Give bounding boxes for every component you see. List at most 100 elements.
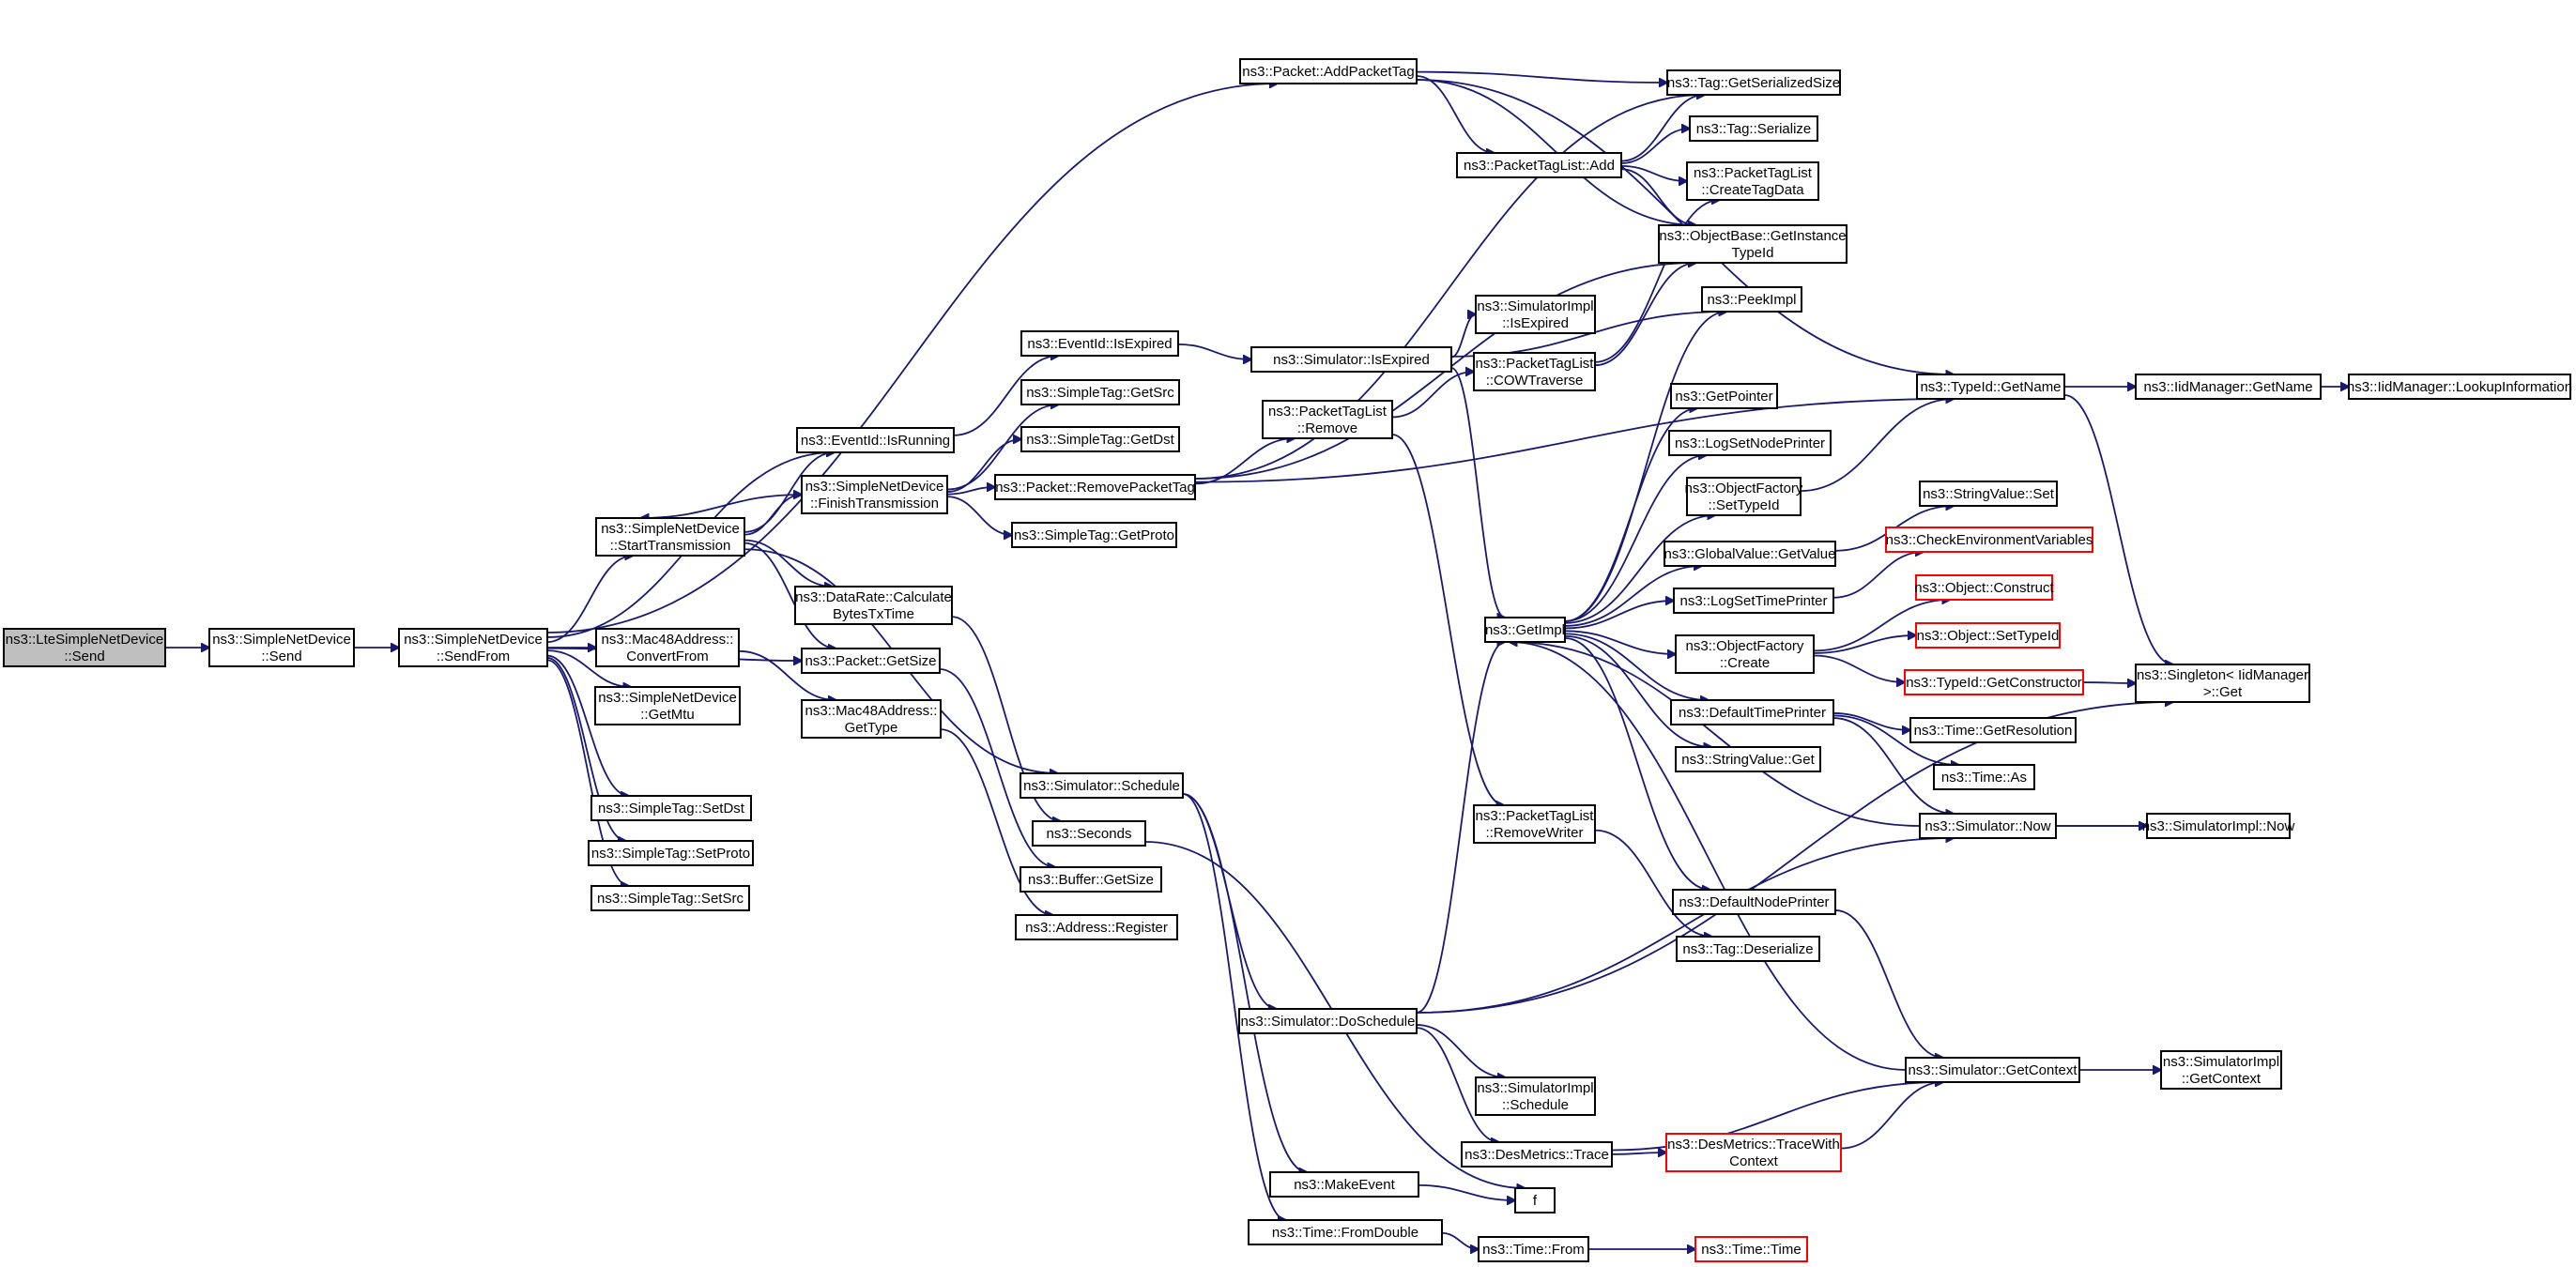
node-tag-setdst[interactable]: ns3::SimpleTag::SetDst	[590, 795, 752, 821]
node-sim-now[interactable]: ns3::Simulator::Now	[1919, 813, 2057, 839]
node-singleton-get[interactable]: ns3::Singleton< IidManager>::Get	[2135, 664, 2310, 703]
node-label: ns3::Time::As	[1941, 770, 2027, 786]
node-label: ns3::Time::FromDouble	[1272, 1225, 1418, 1241]
node-time-from[interactable]: ns3::Time::From	[1478, 1236, 1589, 1262]
edge-snd-starttx-to-packet-getsize	[744, 542, 836, 649]
node-snd-starttx[interactable]: ns3::SimpleNetDevice::StartTransmission	[595, 517, 745, 557]
edge-packet-addtag-to-tag-getserializedsize	[1416, 70, 1667, 83]
node-objfactory-create[interactable]: ns3::ObjectFactory::Create	[1675, 634, 1815, 674]
node-mac-gettype[interactable]: ns3::Mac48Address::GetType	[801, 699, 942, 739]
node-ptl-removewriter[interactable]: ns3::PacketTagList::RemoveWriter	[1473, 804, 1596, 844]
node-label: ns3::Buffer::GetSize	[1028, 872, 1154, 888]
node-box	[1686, 477, 1802, 516]
node-buffer-getsize[interactable]: ns3::Buffer::GetSize	[1020, 866, 1162, 893]
node-getimpl[interactable]: ns3::GetImpl	[1484, 617, 1566, 643]
node-defaulttimeprinter[interactable]: ns3::DefaultTimePrinter	[1670, 699, 1834, 725]
edge-snd-sendfrom-to-tag-setproto	[546, 657, 626, 841]
node-logsetnodeprinter[interactable]: ns3::LogSetNodePrinter	[1668, 430, 1832, 456]
node-label: ns3::Tag::Serialize	[1696, 121, 1812, 137]
edge-snd-sendfrom-to-snd-starttx	[546, 556, 634, 643]
node-time-fromdouble[interactable]: ns3::Time::FromDouble	[1248, 1219, 1443, 1245]
node-time-getresolution[interactable]: ns3::Time::GetResolution	[1909, 717, 2077, 743]
node-iidmanager-lookup[interactable]: ns3::IidManager::LookupInformation	[2347, 374, 2572, 400]
node-box	[794, 586, 953, 625]
node-packet-removetag[interactable]: ns3::Packet::RemovePacketTag	[994, 474, 1196, 500]
node-tag-deserialize[interactable]: ns3::Tag::Deserialize	[1676, 936, 1820, 962]
node-stringvalue-get[interactable]: ns3::StringValue::Get	[1675, 746, 1821, 772]
node-label: ::GetMtu	[640, 707, 695, 723]
node-tag-getserializedsize[interactable]: ns3::Tag::GetSerializedSize	[1666, 69, 1841, 96]
node-defaultnodeprinter[interactable]: ns3::DefaultNodePrinter	[1672, 889, 1836, 915]
node-snd-send[interactable]: ns3::SimpleNetDevice::Send	[208, 628, 355, 667]
node-box	[801, 699, 942, 739]
node-f[interactable]: f	[1514, 1187, 1556, 1214]
node-box	[1664, 541, 1836, 567]
node-tag-serialize[interactable]: ns3::Tag::Serialize	[1689, 115, 1818, 142]
node-simimpl-schedule[interactable]: ns3::SimulatorImpl::Schedule	[1475, 1076, 1596, 1116]
node-label: ns3::GetPointer	[1675, 389, 1772, 405]
node-label: ns3::SimpleNetDevice	[212, 632, 351, 648]
node-mac-convertfrom[interactable]: ns3::Mac48Address::ConvertFrom	[595, 628, 740, 667]
node-tag-getproto[interactable]: ns3::SimpleTag::GetProto	[1011, 522, 1177, 548]
node-packet-getsize[interactable]: ns3::Packet::GetSize	[801, 648, 941, 674]
node-sim-isexpired[interactable]: ns3::Simulator::IsExpired	[1250, 346, 1452, 373]
node-simimpl-getcontext[interactable]: ns3::SimulatorImpl::GetContext	[2160, 1050, 2282, 1090]
edge-snd-finishtx-to-tag-getdst	[946, 439, 1021, 493]
node-label: ns3::DefaultTimePrinter	[1679, 705, 1826, 721]
node-box	[1238, 1008, 1418, 1034]
node-objfactory-settypeid[interactable]: ns3::ObjectFactory::SetTypeId	[1685, 477, 1803, 516]
node-logsettimeprinter[interactable]: ns3::LogSetTimePrinter	[1673, 588, 1834, 614]
node-tag-getdst[interactable]: ns3::SimpleTag::GetDst	[1020, 426, 1180, 452]
node-address-register[interactable]: ns3::Address::Register	[1015, 914, 1178, 940]
node-sim-schedule[interactable]: ns3::Simulator::Schedule	[1020, 772, 1184, 799]
node-typeid-getname[interactable]: ns3::TypeId::GetName	[1916, 374, 2065, 400]
node-box	[796, 427, 955, 453]
node-eventid-isrunning[interactable]: ns3::EventId::IsRunning	[796, 427, 955, 453]
node-eventid-isexpired[interactable]: ns3::EventId::IsExpired	[1020, 330, 1179, 357]
node-box	[1701, 286, 1802, 313]
node-label: ns3::Simulator::DoSchedule	[1241, 1014, 1416, 1030]
node-sim-doschedule[interactable]: ns3::Simulator::DoSchedule	[1238, 1008, 1418, 1034]
node-label: ns3::PacketTagList	[1268, 404, 1388, 420]
node-ptl-remove[interactable]: ns3::PacketTagList::Remove	[1262, 400, 1393, 439]
node-typeid-getconstructor[interactable]: ns3::TypeId::GetConstructor	[1904, 669, 2084, 695]
node-simimpl-now[interactable]: ns3::SimulatorImpl::Now	[2142, 813, 2295, 839]
node-box	[994, 474, 1196, 500]
node-simimpl-isexpired[interactable]: ns3::SimulatorImpl::IsExpired	[1475, 295, 1596, 334]
node-tag-getsrc[interactable]: ns3::SimpleTag::GetSrc	[1020, 379, 1180, 405]
node-lte-send[interactable]: ns3::LteSimpleNetDevice::Send	[3, 628, 166, 667]
node-label: Context	[1729, 1153, 1779, 1169]
node-label: ns3::SimpleTag::GetSrc	[1026, 385, 1174, 401]
node-time-time[interactable]: ns3::Time::Time	[1694, 1236, 1808, 1262]
node-box	[590, 885, 750, 911]
node-snd-sendfrom[interactable]: ns3::SimpleNetDevice::SendFrom	[398, 628, 548, 667]
node-object-construct[interactable]: ns3::Object::Construct	[1914, 574, 2055, 601]
edge-snd-starttx-to-eventid-isrunning	[744, 452, 835, 533]
node-ptl-createtagdata[interactable]: ns3::PacketTagList::CreateTagData	[1686, 161, 1819, 201]
node-seconds[interactable]: ns3::Seconds	[1032, 820, 1146, 847]
node-globalvalue-getvalue[interactable]: ns3::GlobalValue::GetValue	[1664, 541, 1836, 567]
node-checkenvvars[interactable]: ns3::CheckEnvironmentVariables	[1885, 527, 2093, 553]
node-ptl-add[interactable]: ns3::PacketTagList::Add	[1456, 152, 1622, 178]
node-ptl-cowtraverse[interactable]: ns3::PacketTagList::COWTraverse	[1473, 352, 1596, 391]
node-snd-finishtx[interactable]: ns3::SimpleNetDevice::FinishTransmission	[801, 475, 948, 514]
node-peekimpl[interactable]: ns3::PeekImpl	[1701, 286, 1802, 313]
node-time-as[interactable]: ns3::Time::As	[1933, 764, 2035, 790]
node-object-settypeid[interactable]: ns3::Object::SetTypeId	[1915, 622, 2061, 649]
node-tag-setproto[interactable]: ns3::SimpleTag::SetProto	[588, 840, 754, 866]
node-iidmanager-getname[interactable]: ns3::IidManager::GetName	[2135, 374, 2322, 400]
node-sim-getcontext[interactable]: ns3::Simulator::GetContext	[1905, 1057, 2080, 1083]
node-stringvalue-set[interactable]: ns3::StringValue::Set	[1919, 481, 2058, 507]
node-box	[801, 475, 948, 514]
node-getpointer[interactable]: ns3::GetPointer	[1670, 383, 1778, 409]
node-desmetrics-trace[interactable]: ns3::DesMetrics::Trace	[1461, 1141, 1613, 1168]
node-makeevent[interactable]: ns3::MakeEvent	[1269, 1171, 1419, 1198]
node-packet-addtag[interactable]: ns3::Packet::AddPacketTag	[1239, 58, 1418, 84]
node-snd-getmtu[interactable]: ns3::SimpleNetDevice::GetMtu	[594, 686, 741, 725]
node-tag-setsrc[interactable]: ns3::SimpleTag::SetSrc	[590, 885, 750, 911]
node-box	[398, 628, 548, 667]
edge-defaulttimeprinter-to-sim-now	[1832, 717, 1954, 814]
